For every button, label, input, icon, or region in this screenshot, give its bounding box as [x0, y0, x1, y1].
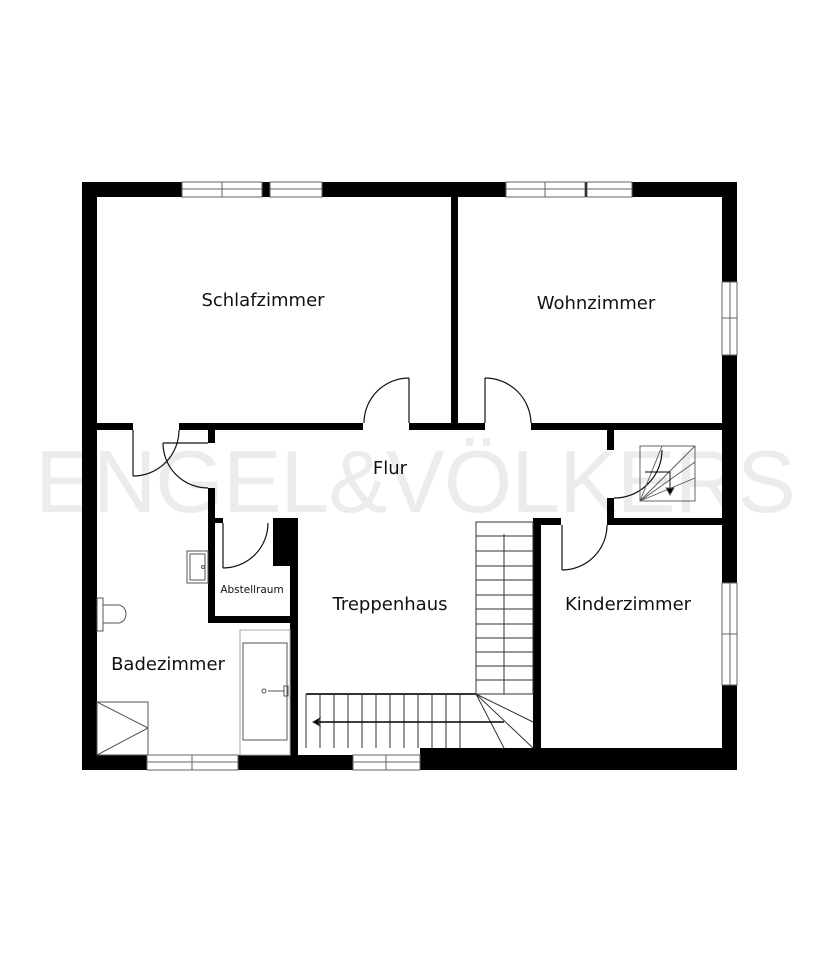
interior-walls	[97, 197, 722, 755]
room-labels: Schlafzimmer Wohnzimmer Flur Abstellraum…	[111, 290, 692, 675]
toilet-icon	[96, 597, 127, 632]
outer-walls	[82, 182, 737, 770]
room-label-kinderzimmer: Kinderzimmer	[565, 594, 692, 615]
bathtub-icon	[239, 629, 291, 756]
bathroom-fixtures	[96, 550, 291, 756]
windows	[146, 181, 738, 771]
room-label-treppenhaus: Treppenhaus	[332, 594, 448, 615]
attic-ladder	[639, 445, 696, 502]
room-label-abstellraum: Abstellraum	[220, 584, 283, 596]
room-label-badezimmer: Badezimmer	[111, 654, 225, 675]
shower-icon	[96, 701, 149, 756]
sink-icon	[186, 550, 209, 584]
staircase	[305, 521, 534, 749]
room-label-schlafzimmer: Schlafzimmer	[201, 290, 325, 311]
doors	[132, 377, 663, 571]
room-label-wohnzimmer: Wohnzimmer	[537, 293, 656, 314]
watermark: ENGEL&VÖLKERS	[35, 432, 795, 531]
room-label-flur: Flur	[373, 458, 408, 479]
